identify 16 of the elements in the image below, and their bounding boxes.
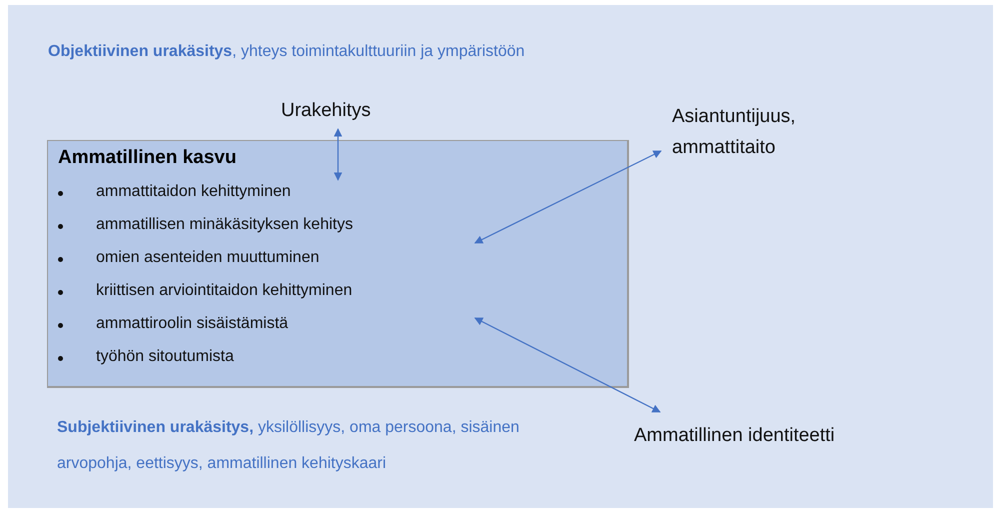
box-heading: Ammatillinen kasvu bbox=[58, 147, 236, 169]
double-arrow bbox=[474, 150, 662, 244]
list-item: omien asenteiden muuttuminen bbox=[58, 249, 320, 267]
list-item: ammatillisen minäkäsityksen kehitys bbox=[58, 216, 353, 234]
topic-label: Asiantuntijuus, ammattitaito bbox=[672, 101, 842, 163]
list-item: ammattiroolin sisäistämistä bbox=[58, 315, 288, 333]
list-item: kriittisen arviointitaidon kehittyminen bbox=[58, 282, 352, 300]
double-arrow bbox=[334, 128, 342, 181]
description-text: Subjektiivinen urakäsitys, yksilöllisyys, oma persoona, sisäinen arvopohja, eettisyys, ammatillinen kehityskaari bbox=[57, 418, 520, 474]
content-box bbox=[47, 140, 629, 388]
topic-label: Ammatillinen identiteetti bbox=[634, 420, 904, 451]
list-item: työhön sitoutumista bbox=[58, 348, 234, 366]
double-arrow bbox=[474, 317, 661, 413]
list-item: ammattitaidon kehittyminen bbox=[58, 183, 291, 201]
topic-label: Urakehitys bbox=[281, 95, 396, 126]
description-text: Objektiivinen urakäsitys, yhteys toimintakulttuuriin ja ympäristöön bbox=[48, 42, 526, 62]
